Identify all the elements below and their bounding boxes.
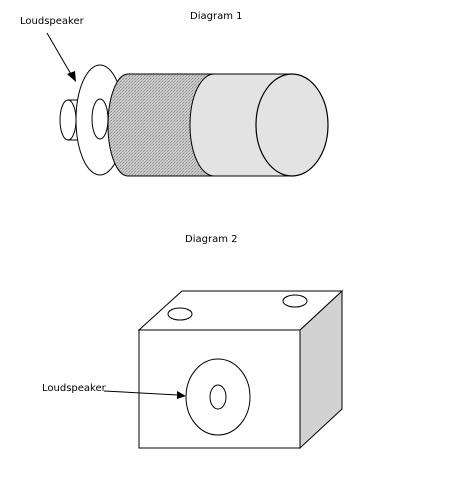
diagram-2-figure <box>103 289 344 450</box>
diagram-2-title: Diagram 2 <box>185 234 238 245</box>
top-hole-left <box>167 307 193 321</box>
diagram-1-figure <box>46 32 329 177</box>
cylinder-end-face <box>255 73 329 177</box>
top-hole-right <box>282 294 308 308</box>
diagram-1-title: Diagram 1 <box>190 11 243 22</box>
pointer-arrow-1 <box>46 32 76 82</box>
textured-cylinder <box>107 73 215 177</box>
diagram-1-loudspeaker-label: Loudspeaker <box>20 16 84 27</box>
loudspeaker-disc-2 <box>185 358 251 436</box>
diagram-2-loudspeaker-label: Loudspeaker <box>42 383 106 394</box>
pointer-arrow-2 <box>103 390 186 399</box>
